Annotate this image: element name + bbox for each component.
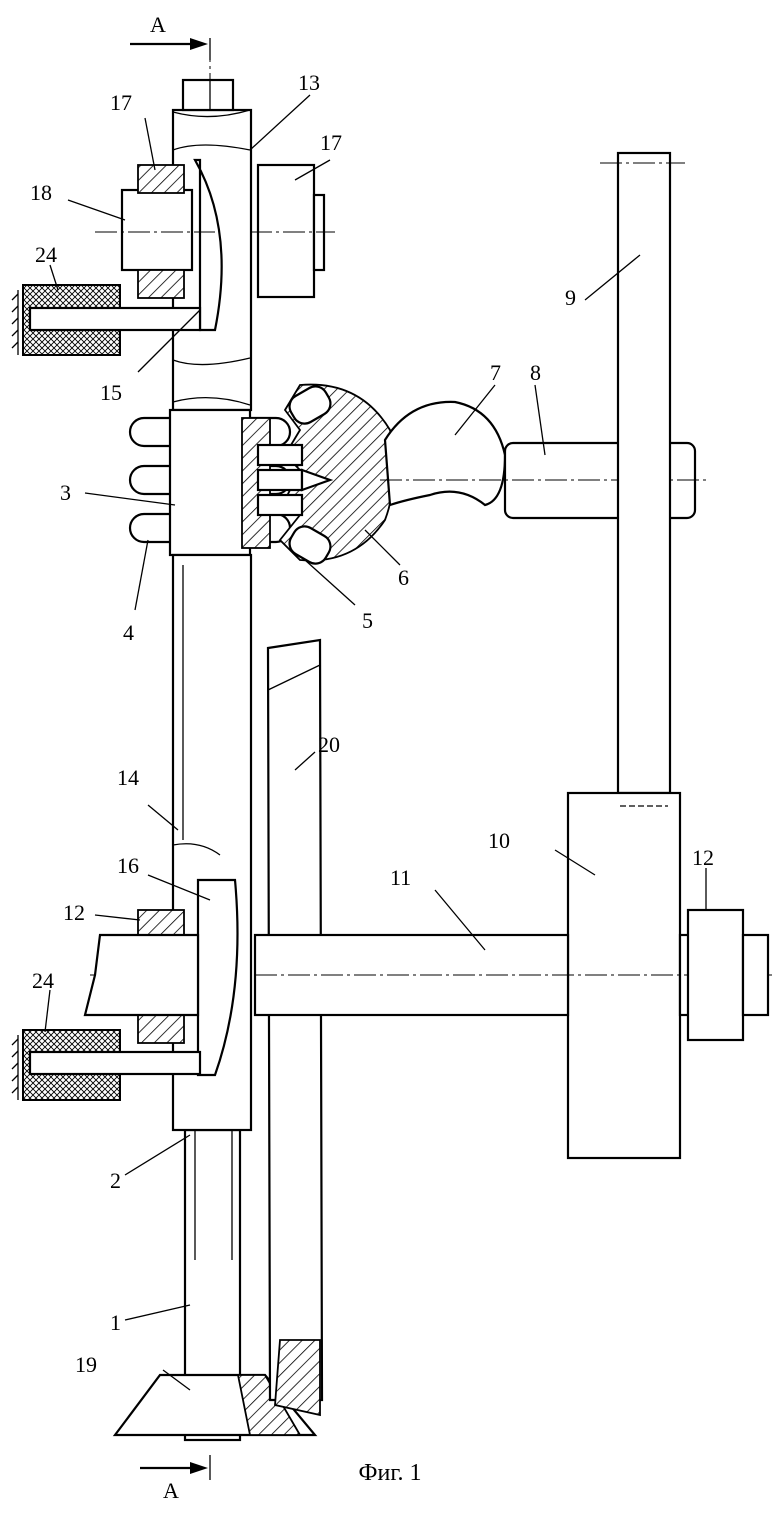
label-12-left: 12 <box>63 900 85 925</box>
label-18: 18 <box>30 180 52 205</box>
label-24-upper: 24 <box>35 242 57 267</box>
label-9: 9 <box>565 285 576 310</box>
nut-12-right <box>688 910 768 1040</box>
bearing-12-left <box>85 910 198 1043</box>
label-10: 10 <box>488 828 510 853</box>
label-12-right: 12 <box>692 845 714 870</box>
joint-7 <box>385 402 505 505</box>
label-4: 4 <box>123 620 134 645</box>
label-11: 11 <box>390 865 411 890</box>
disk-20 <box>268 640 322 1415</box>
label-24-lower: 24 <box>32 968 54 993</box>
label-14: 14 <box>117 765 139 790</box>
label-8: 8 <box>530 360 541 385</box>
label-20: 20 <box>318 732 340 757</box>
label-17-right: 17 <box>320 130 342 155</box>
label-15: 15 <box>100 380 122 405</box>
bearing-17-right <box>250 165 335 297</box>
label-17-left: 17 <box>110 90 132 115</box>
figure-caption: Фиг. 1 <box>0 1460 780 1487</box>
label-7: 7 <box>490 360 501 385</box>
label-16: 16 <box>117 853 139 878</box>
label-13: 13 <box>298 70 320 95</box>
section-mark-top <box>130 38 210 60</box>
label-section-top: A <box>150 12 166 37</box>
label-6: 6 <box>398 565 409 590</box>
label-19: 19 <box>75 1352 97 1377</box>
label-1: 1 <box>110 1310 121 1335</box>
label-2: 2 <box>110 1168 121 1193</box>
label-3: 3 <box>60 480 71 505</box>
label-5: 5 <box>362 608 373 633</box>
